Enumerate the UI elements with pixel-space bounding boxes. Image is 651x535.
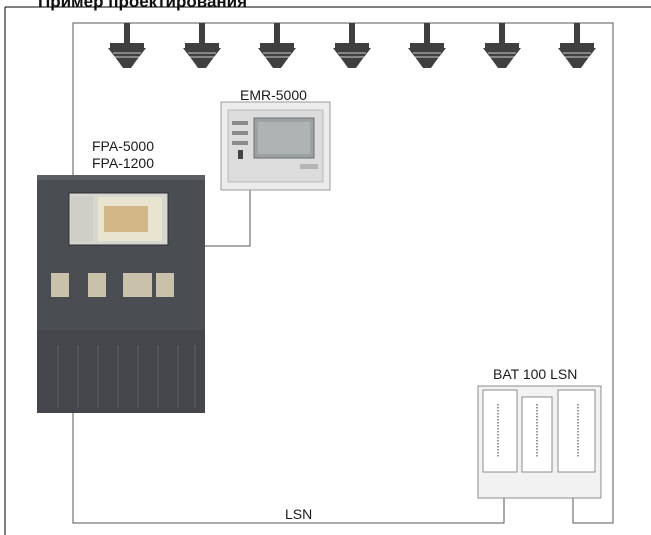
remote-display-icon (220, 101, 331, 191)
detector-loop-wire (72, 22, 614, 524)
panel-label-line2: FPA-1200 (92, 155, 154, 171)
smoke-detector-icon (333, 23, 371, 68)
repeater-label: EMR-5000 (240, 87, 307, 103)
lsn-loop-wire (72, 413, 505, 524)
smoke-detector-icon (408, 23, 446, 68)
detector-row (108, 23, 596, 68)
battery-cabinet-icon (477, 385, 602, 499)
repeater-link-wire (205, 190, 251, 247)
page-title: Пример проектирования (38, 0, 248, 11)
loop-label: LSN (285, 506, 313, 522)
smoke-detector-icon (108, 23, 146, 68)
smoke-detector-icon (258, 23, 296, 68)
fire-panel-icon (37, 175, 205, 413)
panel-label-line1: FPA-5000 (92, 138, 154, 154)
battery-label: BAT 100 LSN (493, 366, 578, 382)
wiring (72, 22, 614, 524)
smoke-detector-icon (558, 23, 596, 68)
smoke-detector-icon (183, 23, 221, 68)
smoke-detector-icon (483, 23, 521, 68)
